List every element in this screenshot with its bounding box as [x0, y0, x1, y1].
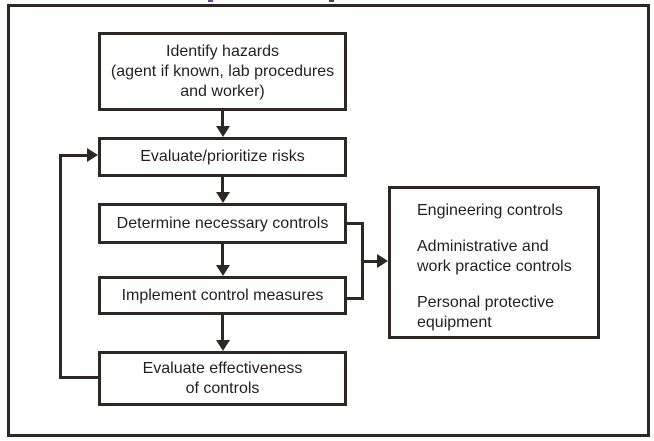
bracket-bottom-segment [345, 297, 364, 300]
arrowhead-down-icon [216, 265, 230, 276]
arrow-determine-to-implement [221, 244, 224, 266]
node-evaluate-prioritize-risks: Evaluate/prioritize risks [98, 137, 347, 177]
node-identify-hazards: Identify hazards (agent if known, lab pr… [98, 32, 347, 111]
arrowhead-right-icon [377, 254, 388, 268]
bracket-top-segment [345, 222, 364, 225]
controls-list-item: Administrative and work practice control… [417, 238, 572, 275]
node-implement-control-measures: Implement control measures [98, 276, 347, 315]
controls-list-item: Personal protective equipment [417, 294, 554, 331]
arrow-identify-to-evaluate [221, 111, 224, 127]
feedback-loop-bottom-segment [59, 376, 100, 379]
cropped-text-artifact [329, 0, 334, 2]
arrow-evaluate-to-determine [221, 177, 224, 193]
arrowhead-down-icon [216, 126, 230, 137]
arrowhead-down-icon [216, 340, 230, 351]
feedback-loop-vertical-segment [59, 154, 62, 379]
arrowhead-right-icon [87, 148, 98, 162]
feedback-loop-top-segment [59, 154, 88, 157]
arrow-implement-to-effectiveness [221, 315, 224, 341]
node-evaluate-effectiveness: Evaluate effectiveness of controls [98, 351, 347, 406]
node-controls-list: Engineering controls Administrative and … [388, 186, 600, 339]
arrow-to-controls-list [361, 260, 378, 263]
arrowhead-down-icon [216, 192, 230, 203]
cropped-text-artifact [208, 0, 213, 2]
node-determine-necessary-controls: Determine necessary controls [98, 203, 347, 244]
controls-list-item: Engineering controls [417, 202, 563, 219]
